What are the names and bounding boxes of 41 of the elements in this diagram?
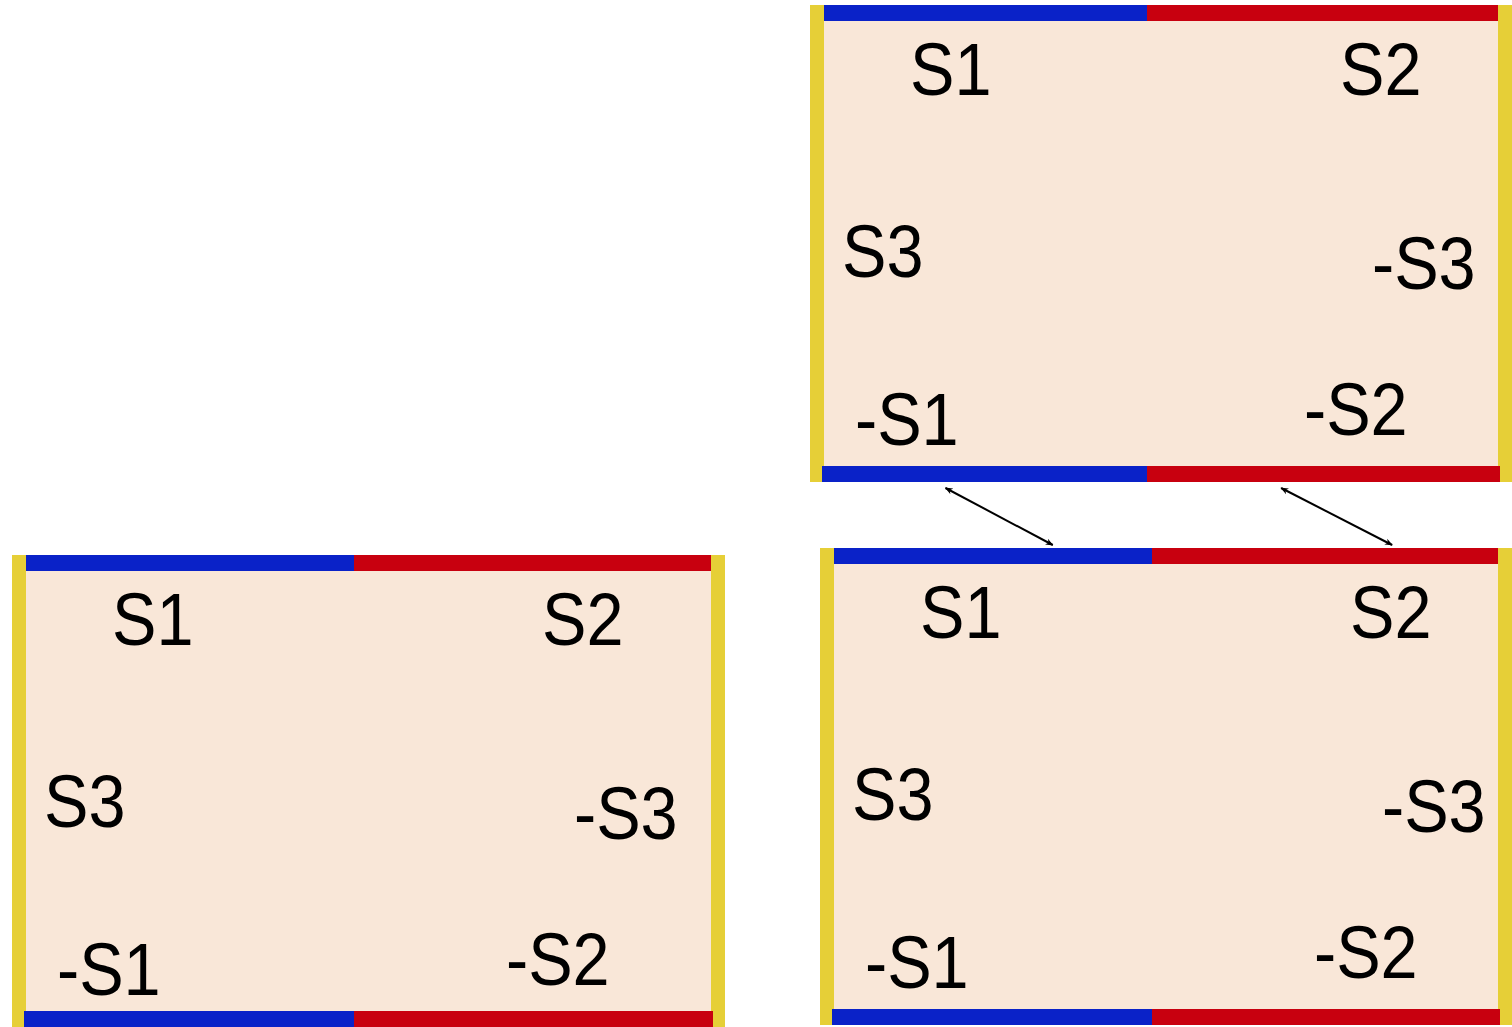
side-bar [1498, 548, 1512, 1025]
side-bar [354, 1011, 713, 1027]
side-bar [354, 555, 713, 571]
side-bar [832, 1009, 1152, 1025]
side-label: -S3 [574, 777, 678, 851]
side-label: S2 [1350, 576, 1432, 650]
side-label: S3 [842, 215, 924, 289]
side-bar [1147, 5, 1500, 21]
side-label: -S2 [506, 923, 610, 997]
side-bar [1152, 548, 1500, 564]
side-label: S2 [542, 583, 624, 657]
side-label: -S2 [1304, 373, 1408, 447]
rectangle-panel [12, 555, 725, 1027]
side-bar [1147, 466, 1500, 482]
side-label: -S1 [865, 926, 969, 1000]
side-label: S1 [112, 583, 194, 657]
side-label: -S1 [855, 383, 959, 457]
side-label: S1 [910, 33, 992, 107]
side-bar [810, 5, 824, 482]
side-bar [711, 555, 725, 1027]
side-bar [832, 548, 1152, 564]
side-bar [1152, 1009, 1500, 1025]
side-label: S3 [44, 765, 126, 839]
double-arrow [1280, 487, 1394, 546]
rectangle-panel [810, 5, 1512, 482]
side-label: -S1 [57, 933, 161, 1007]
side-label: S2 [1340, 33, 1422, 107]
side-bar [24, 1011, 354, 1027]
side-label: S3 [852, 758, 934, 832]
side-bar [820, 548, 834, 1025]
side-bar [12, 555, 26, 1027]
side-label: -S3 [1372, 227, 1476, 301]
double-arrow [944, 487, 1054, 546]
side-bar [822, 466, 1147, 482]
side-bar [24, 555, 354, 571]
side-label: S1 [920, 576, 1002, 650]
side-bar [1498, 5, 1512, 482]
rectangle-panel [820, 548, 1512, 1025]
side-label: -S3 [1382, 770, 1486, 844]
side-label: -S2 [1314, 916, 1418, 990]
side-bar [822, 5, 1147, 21]
